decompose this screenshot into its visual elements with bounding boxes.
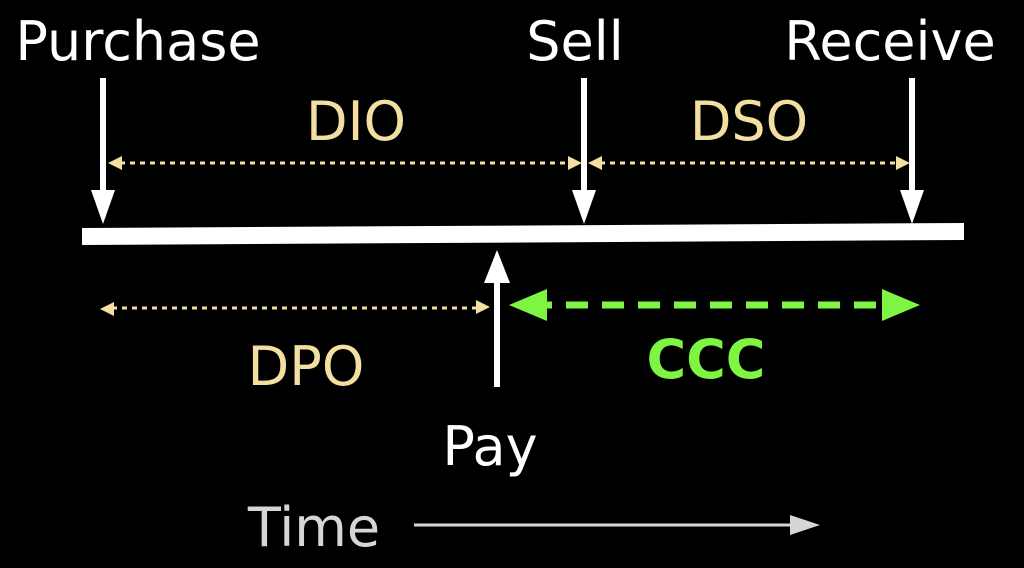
pay-label: Pay xyxy=(442,415,537,478)
dso-label: DSO xyxy=(690,90,808,153)
receive-label: Receive xyxy=(784,10,995,73)
time-label: Time xyxy=(247,496,380,559)
dio-label: DIO xyxy=(306,90,406,153)
dpo-label: DPO xyxy=(248,335,365,398)
purchase-arrow xyxy=(91,78,115,224)
pay-arrow xyxy=(484,250,510,387)
dio-span-arrow xyxy=(108,156,582,170)
dso-span-arrow xyxy=(588,156,910,170)
ccc-label: CCC xyxy=(647,328,766,391)
purchase-label: Purchase xyxy=(15,10,260,73)
dpo-span-arrow xyxy=(100,300,490,316)
sell-arrow xyxy=(572,78,596,224)
sell-label: Sell xyxy=(526,10,624,73)
ccc-span-arrow xyxy=(509,289,920,321)
time-arrow xyxy=(414,515,820,535)
receive-arrow xyxy=(900,78,924,224)
timeline-bar xyxy=(82,223,964,245)
